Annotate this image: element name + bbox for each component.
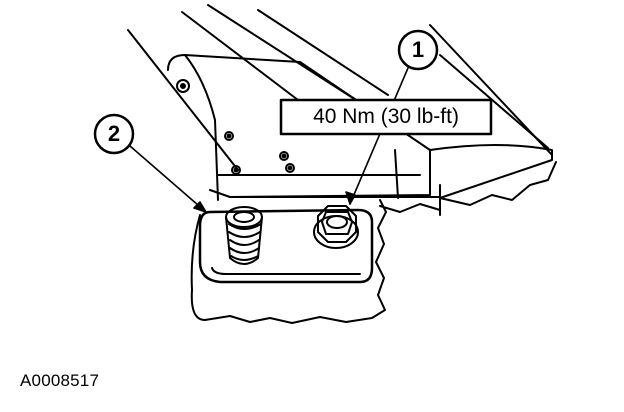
callout-number-2: 2 [107, 121, 121, 146]
leader-lines [129, 67, 409, 213]
torque-specification: 40 Nm (30 lb-ft) [313, 105, 459, 128]
mounting-plate [198, 208, 374, 284]
bracket-rivets [176, 79, 295, 175]
hex-bolt [313, 205, 359, 249]
callout-circle-1 [397, 29, 439, 71]
threaded-stud [225, 206, 263, 265]
callout-number-1: 1 [411, 37, 425, 62]
upper-bracket-plate [167, 54, 553, 201]
figure-identifier: A0008517 [20, 371, 100, 390]
torque-label-box [279, 98, 493, 136]
callout-circle-2 [93, 113, 135, 155]
background-frame-lines [127, 4, 553, 171]
lower-body-section [190, 161, 557, 324]
